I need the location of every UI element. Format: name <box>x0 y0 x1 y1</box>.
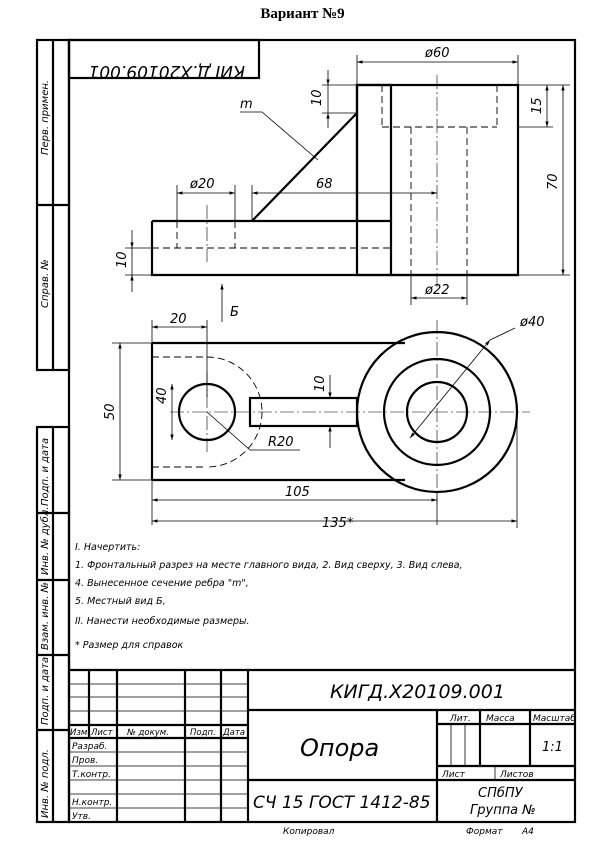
inner-frame <box>67 38 577 824</box>
row-prov: Пров. <box>72 756 98 766</box>
front-dimensions <box>125 55 570 322</box>
label-arrow-b: Б <box>230 305 239 320</box>
dim-r20: R20 <box>268 435 294 450</box>
format-value: А4 <box>521 827 534 837</box>
mirrored-stamp-box <box>67 38 261 80</box>
side-column <box>35 38 71 824</box>
col-izm: Изм. <box>70 728 90 738</box>
note-3: 5. Местный вид Б, <box>75 596 166 607</box>
row-tkontr: Т.контр. <box>72 770 111 780</box>
note-2: 4. Вынесенное сечение ребра "m", <box>75 578 249 589</box>
dim-50: 50 <box>103 403 118 420</box>
row-utv: Утв. <box>72 812 91 822</box>
label-masshtab: Масштаб <box>533 714 576 724</box>
mirrored-stamp: КИГД.Х20109.001 <box>88 61 245 81</box>
org-line2: Группа № <box>470 803 536 818</box>
scale-value: 1:1 <box>542 740 563 755</box>
note-5: * Размер для справок <box>75 640 184 651</box>
front-view <box>150 75 520 290</box>
label-listov: Листов <box>499 770 534 780</box>
side-label-1: Справ. № <box>40 259 51 308</box>
org-line1: СПбПУ <box>478 786 524 801</box>
side-label-6: Инв. № подл. <box>40 749 51 818</box>
dim-68: 68 <box>316 177 333 192</box>
note-4: II. Нанести необходимые размеры. <box>75 616 250 627</box>
row-nkontr: Н.контр. <box>72 798 112 808</box>
col-list: Лист <box>90 728 114 738</box>
note-1: 1. Фронтальный разрез на месте главного … <box>75 560 463 571</box>
dim-70: 70 <box>546 173 561 190</box>
dim-d60: ø60 <box>424 46 450 61</box>
dim-10-top: 10 <box>310 89 325 106</box>
side-label-3: Инв. № дубл. <box>39 507 51 575</box>
copied-label: Копировал <box>283 827 335 837</box>
col-podp: Подп. <box>190 728 216 738</box>
side-label-2: Подп. и дата <box>40 438 51 506</box>
dim-d40-plan: ø40 <box>519 315 545 330</box>
format-label: Формат <box>466 827 503 837</box>
col-data: Дата <box>222 728 245 738</box>
label-lit: Лит. <box>449 714 471 724</box>
top-dimensions <box>112 320 518 528</box>
col-dokum: № докум. <box>126 728 169 738</box>
dim-105: 105 <box>285 485 310 500</box>
side-label-4: Взам. инв. № <box>40 582 51 650</box>
title-material: СЧ 15 ГОСТ 1412-85 <box>253 793 431 813</box>
dim-135: 135* <box>322 516 354 531</box>
label-list: Лист <box>441 770 466 780</box>
label-m: m <box>240 97 253 112</box>
note-0: I. Начертить: <box>75 542 140 553</box>
variant-header: Вариант №9 <box>260 6 345 22</box>
label-massa: Масса <box>486 714 515 724</box>
dim-d20-top: ø20 <box>189 177 215 192</box>
row-razrab: Разраб. <box>72 742 107 752</box>
top-view <box>150 320 530 504</box>
title-block <box>69 668 575 822</box>
dim-20-plan: 20 <box>170 312 187 327</box>
dim-d22: ø22 <box>424 283 450 298</box>
title-code: КИГД.Х20109.001 <box>330 681 505 703</box>
side-column-labels: Перв. примен. Справ. № Подп. и дата Инв.… <box>39 80 51 818</box>
side-label-5: Подп. и дата <box>40 657 51 725</box>
notes: I. Начертить: 1. Фронтальный разрез на м… <box>75 542 463 651</box>
dim-10-base: 10 <box>115 251 130 268</box>
dim-40-hole: 40 <box>155 387 170 404</box>
title-name: Опора <box>300 734 379 762</box>
dim-10-slot: 10 <box>313 375 328 392</box>
dim-15: 15 <box>530 97 545 114</box>
side-label-0: Перв. примен. <box>40 80 51 155</box>
